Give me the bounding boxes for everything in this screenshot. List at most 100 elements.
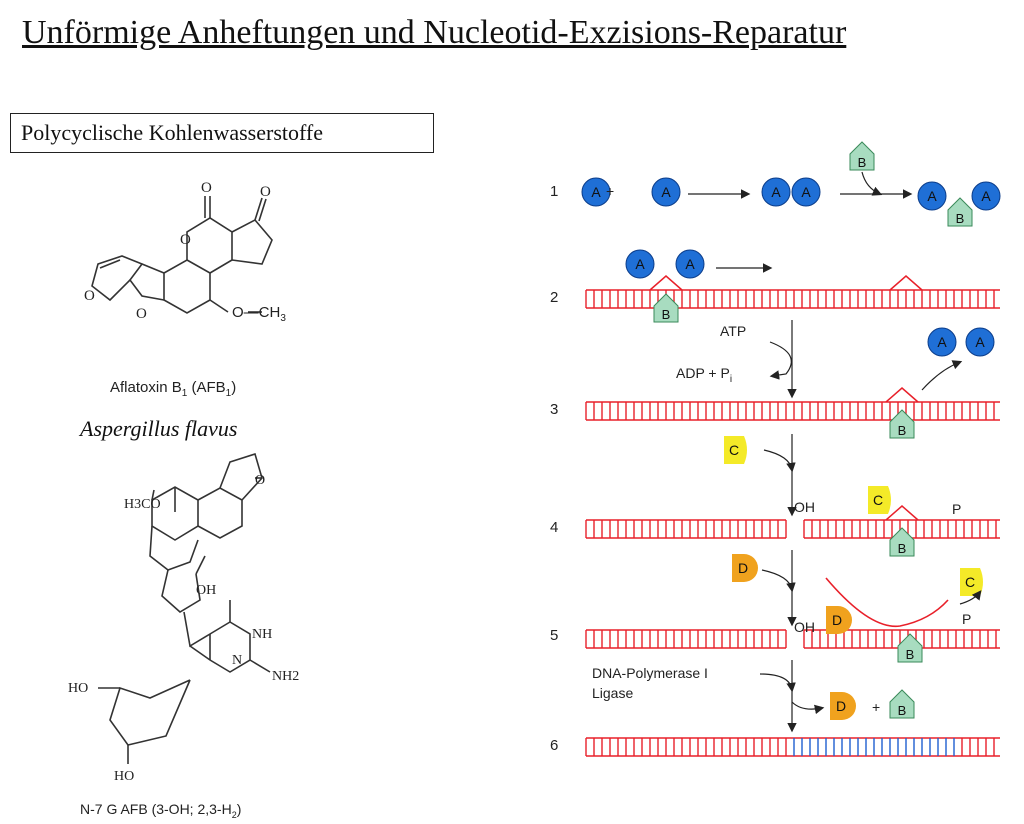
step-number: 2 [550,289,558,306]
arrow [959,590,982,605]
arrow [761,569,796,593]
protein-a: A [625,249,655,279]
protein-a: A [791,177,821,207]
p-label: P [962,611,971,627]
plus-sign: + [606,183,614,199]
svg-text:A: A [937,334,947,350]
lesion-bump [885,505,919,521]
dna-strand [585,519,787,539]
adduct-structure [98,452,271,764]
o-label: O [255,473,265,488]
dna-strand [585,737,1000,757]
protein-b: B [849,141,875,171]
n-label: N [232,653,242,668]
aflatoxin-name: Aflatoxin B1 (AFB1) [110,379,236,399]
protein-b: B [889,527,915,557]
oh-label: OH [794,619,815,635]
protein-c: C [724,436,747,464]
svg-text:A: A [927,188,937,204]
svg-text:A: A [981,188,991,204]
svg-text:D: D [832,612,842,628]
lesion-bump [889,275,923,291]
arrow [769,341,792,380]
svg-text:C: C [873,492,883,508]
svg-text:A: A [685,256,695,272]
protein-b: B [653,293,679,323]
protein-a: A [761,177,791,207]
proteins: A A A A B A A B A A B A A B C C B D D C B D B [581,141,1001,720]
chem1-o-label: O [260,184,271,200]
protein-a: A [965,327,995,357]
step-number: 1 [550,183,558,200]
svg-text:D: D [836,698,846,714]
step-number: 3 [550,401,558,418]
lesion-bump [885,387,919,403]
adp-label: ADP + Pi [676,365,732,385]
svg-text:B: B [898,541,907,556]
svg-text:A: A [771,184,781,200]
protein-a: A [675,249,705,279]
chem1-o-label: O [180,232,191,248]
adduct-name: N-7 G AFB (3-OH; 2,3-H2) [80,801,241,820]
ho-label: HO [68,681,88,696]
step-number: 6 [550,737,558,754]
protein-c: C [868,486,891,514]
p-label: P [952,501,961,517]
page-title: Unförmige Anheftungen und Nucleotid-Exzi… [22,14,847,51]
oh-label: OH [794,499,815,515]
excised-fragment [825,577,949,628]
arrow [861,171,883,196]
h3co-label: H3CO [124,497,161,512]
svg-text:B: B [956,211,965,226]
svg-text:A: A [591,184,601,200]
chem1-o-label: O [136,306,147,322]
polymerase-label: DNA-Polymerase I [592,665,708,681]
svg-text:A: A [801,184,811,200]
svg-text:B: B [662,307,671,322]
plus-sign: + [872,699,880,715]
chemical-structures: O O O O O O—CH3 Aflatoxin B1 (AFB1) Aspe… [68,180,299,820]
chem1-o-label: O [201,180,212,196]
arrow [921,360,963,391]
step-number: 4 [550,519,558,536]
protein-a: A [917,181,947,211]
section-label: Polycyclische Kohlenwasserstoffe [10,113,434,153]
arrow [791,701,825,715]
svg-text:C: C [729,442,739,458]
svg-text:C: C [965,574,975,590]
ho-label: HO [114,769,134,784]
protein-c: C [960,568,983,596]
protein-b: B [889,689,915,719]
protein-d: D [830,692,856,720]
protein-a: A [971,181,1001,211]
svg-text:B: B [858,155,867,170]
arrow [763,449,796,473]
organism-name: Aspergillus flavus [78,416,237,441]
dna-strand [585,629,787,649]
protein-a: A [651,177,681,207]
protein-d: D [732,554,758,582]
lesion-bump [649,275,683,291]
dna-strand [585,401,1000,421]
protein-d: D [826,606,852,634]
svg-text:A: A [661,184,671,200]
protein-b: B [889,409,915,439]
svg-text:D: D [738,560,748,576]
arrow [759,673,796,693]
svg-text:A: A [975,334,985,350]
methoxy-label: O—CH3 [232,304,286,324]
svg-text:B: B [898,423,907,438]
chem1-o-label: O [84,288,95,304]
step-number: 5 [550,627,558,644]
oh-label: OH [196,583,216,598]
atp-label: ATP [720,323,746,339]
nh2-label: NH2 [272,669,299,684]
svg-text:B: B [906,647,915,662]
svg-text:A: A [635,256,645,272]
nh-label: NH [252,627,272,642]
aflatoxin-structure [91,196,273,314]
ligase-label: Ligase [592,685,633,701]
arrows [688,171,982,733]
protein-b: B [897,633,923,663]
